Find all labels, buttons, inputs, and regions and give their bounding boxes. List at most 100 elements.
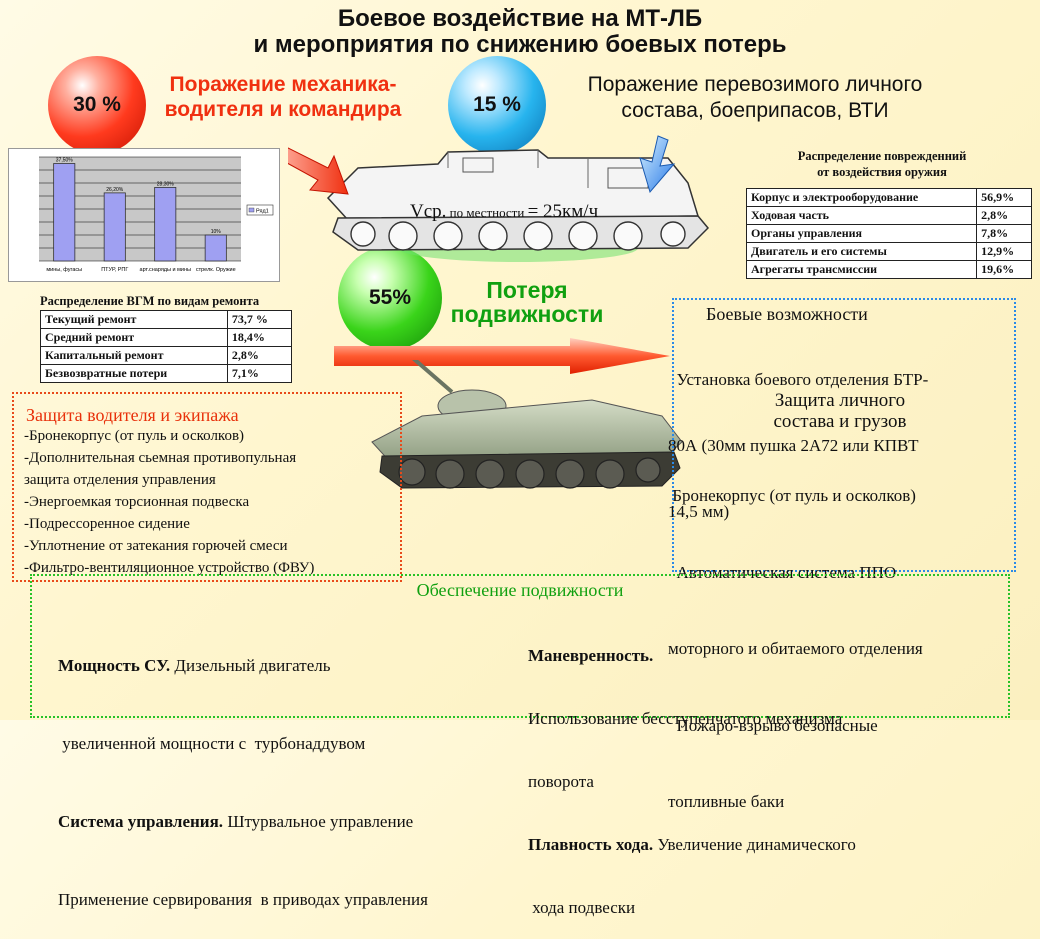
maneuver-bold: Маневренность. xyxy=(528,646,654,665)
personnel-protection-title: Защита личного состава и грузов xyxy=(700,390,980,432)
circle-55-percent: 55% xyxy=(338,246,442,350)
damage-caption-line-1: Распределение поврежденний xyxy=(797,149,967,163)
maneuver-text-2: поворота xyxy=(528,772,594,791)
repair-table-label-cell: Безвозвратные потери xyxy=(40,364,228,383)
personnel-heading-line-2: состава, боеприпасов, ВТИ xyxy=(621,99,889,122)
mobility-left-column: Мощность СУ. Дизельный двигатель увеличе… xyxy=(58,601,528,939)
mobility-box xyxy=(30,574,1010,718)
chart-data-label: 10% xyxy=(211,229,222,235)
chart-category-label: стрелк. Оружие xyxy=(196,267,236,273)
damage-table-caption: Распределение поврежденний от воздействи… xyxy=(748,148,1016,180)
driver-damage-heading: Поражение механика- водителя и командира xyxy=(140,72,426,122)
chart-legend-box xyxy=(246,204,274,216)
circle-15-percent: 15 % xyxy=(448,56,546,154)
mtlb-side-view-drawing xyxy=(288,135,710,262)
mobility-heading-line-2: подвижности xyxy=(450,301,604,327)
damage-caption-line-2: от воздействия оружия xyxy=(817,165,947,179)
repair-table-label-cell: Средний ремонт xyxy=(40,328,228,347)
combat-line-3: 14,5 мм) xyxy=(668,502,730,521)
damage-table-value-cell: 19,6% xyxy=(976,260,1032,279)
repair-table-value-cell: 2,8% xyxy=(226,346,293,365)
maneuver-text-1: Использование бесступенчатого механизма xyxy=(528,709,843,728)
repair-table-label-cell: Текущий ремонт xyxy=(40,310,228,329)
power-text-2: увеличенной мощности с турбонаддувом xyxy=(58,734,366,753)
smooth-text-1: Увеличение динамического xyxy=(653,835,856,854)
power-text: Дизельный двигатель xyxy=(170,656,331,675)
damage-table-value-cell: 2,8% xyxy=(976,206,1032,225)
combat-line-2: 80А (30мм пушка 2А72 или КПВТ xyxy=(668,436,919,455)
personnel-item-armor: Бронекорпус (от пуль и осколков) xyxy=(668,486,916,505)
personnel-damage-heading: Поражение перевозимого личного состава, … xyxy=(535,72,975,124)
mtlb-turret-vehicle-image xyxy=(371,360,683,489)
circle-15-label: 15 % xyxy=(473,93,521,116)
circle-30-label: 30 % xyxy=(73,93,121,116)
repair-table-value-cell: 73,7 % xyxy=(226,310,293,329)
chart-category-label: мины, фугасы xyxy=(46,267,82,273)
control-text: Штурвальное управление xyxy=(223,812,414,831)
personnel-item-fire-system: Автоматическая система ППО xyxy=(668,562,897,582)
damage-table-value-cell: 7,8% xyxy=(976,224,1032,243)
personnel-protection-title-1: Защита личного xyxy=(774,390,906,411)
smooth-line: Плавность хода. Увеличение динамического xyxy=(528,834,1002,855)
chart-data-label: 26,20% xyxy=(106,187,124,193)
mobility-heading-line-1: Потеря xyxy=(486,277,568,303)
chart-category-label: арт.снаряды и мины xyxy=(140,267,191,273)
crew-item-seal: -Уплотнение от затекания горючей смеси xyxy=(24,538,288,554)
repair-table-caption: Распределение ВГМ по видам ремонта xyxy=(40,294,260,308)
circle-30-percent: 30 % xyxy=(48,56,146,154)
combat-line-1: Установка боевого отделения БТР- xyxy=(668,370,929,389)
crew-item-suspension: -Энергоемкая торсионная подвеска xyxy=(24,494,250,510)
personnel-heading-line-1: Поражение перевозимого личного xyxy=(587,73,923,96)
control-bold: Система управления. xyxy=(58,812,224,831)
personnel-protection-title-2: состава и грузов xyxy=(773,411,907,432)
repair-table-label-cell: Капитальный ремонт xyxy=(40,346,228,365)
chart-bar xyxy=(154,187,177,262)
chart-bar xyxy=(103,192,126,262)
crew-protection-box xyxy=(12,392,402,582)
smooth-bold: Плавность хода. xyxy=(528,835,654,854)
crew-item-armor: -Бронекорпус (от пуль и осколков) xyxy=(24,428,245,444)
damage-table-value-cell: 12,9% xyxy=(976,242,1032,261)
power-bold: Мощность СУ. xyxy=(58,656,171,675)
speed-value: = 25км/ч xyxy=(527,201,599,222)
damage-table-label-cell: Двигатель и его системы xyxy=(745,242,978,261)
circle-55-label: 55% xyxy=(368,286,412,309)
speed-prefix: Vср. xyxy=(410,201,447,222)
chart-bar xyxy=(204,234,227,262)
driver-heading-line-1: Поражение механика- xyxy=(169,73,397,96)
power-line: Мощность СУ. Дизельный двигатель xyxy=(58,653,528,679)
title-line-2: и мероприятия по снижению боевых потерь xyxy=(253,31,787,58)
crew-item-extra-armor: -Дополнительная сьемная противопульная xyxy=(24,450,297,466)
chart-legend-swatch xyxy=(248,207,255,213)
page-title: Боевое воздействие на МТ-ЛБ и мероприяти… xyxy=(0,6,1040,58)
crew-item-extra-armor-cont: защита отделения управления xyxy=(24,472,216,488)
combat-capabilities-box xyxy=(672,298,1016,572)
repair-table-value-cell: 7,1% xyxy=(226,364,293,383)
damage-table-value-cell: 56,9% xyxy=(976,188,1032,207)
driver-heading-line-2: водителя и командира xyxy=(164,98,402,121)
smooth-text-2: хода подвески xyxy=(528,898,636,917)
chart-bar xyxy=(53,163,76,262)
title-line-1: Боевое воздействие на МТ-ЛБ xyxy=(337,5,703,32)
crew-item-filter: -Фильтро-вентиляционное устройство (ФВУ) xyxy=(24,560,315,576)
speed-mid: по местности xyxy=(446,205,528,220)
servo-text: Применение сервирования в приводах управ… xyxy=(58,890,428,909)
damage-table-label-cell: Корпус и электрооборудование xyxy=(745,188,978,207)
chart-data-label: 28,30% xyxy=(157,181,175,187)
mobility-right-column: Маневренность. Использование бесступенча… xyxy=(528,603,1002,939)
average-speed-label: Vср. по местности = 25км/ч xyxy=(410,201,670,223)
repair-table-value-cell: 18,4% xyxy=(226,328,293,347)
crew-protection-list: -Бронекорпус (от пуль и осколков) -Допол… xyxy=(24,425,396,579)
chart-data-label: 37,50% xyxy=(56,158,74,164)
